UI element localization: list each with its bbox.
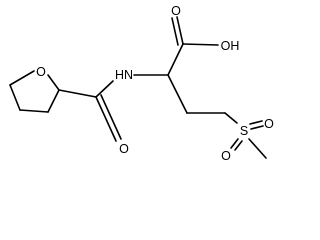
bond-carbonyl-double-b [100,94,122,140]
bond-ring-c2-c3 [47,89,60,113]
bond-ring-c3-c4 [19,109,49,113]
bond-carboxyl-double-b [171,17,179,46]
amide-group [58,74,169,142]
amide-nitrogen-label: HN [115,68,133,82]
hydroxyl-label: OH [221,39,240,53]
sulfur-label: S [240,124,248,138]
bond-sulfur-methyl [248,138,267,159]
ring-oxygen-label: O [36,65,46,79]
bond-gamma-sulfur [224,112,238,124]
bond-ring-c5-o [9,70,35,86]
bond-sulfur-oxygen-lower-b [234,140,243,151]
chemical-structure: O HN O OH O S O O [9,4,274,163]
sulfonyl-oxygen-upper-label: O [264,117,274,131]
bond-carboxyl-double-a [176,16,184,45]
bond-ring-c4-c5 [9,84,21,111]
bond-carbonyl-double-a [95,96,117,142]
carbonyl-oxygen-label: O [119,142,129,156]
carboxylic-acid-group [167,16,219,76]
tetrahydrofuran-ring [9,70,60,113]
bond-sulfur-oxygen-upper-a [249,120,263,125]
bond-alpha-carboxyl [167,43,184,76]
bond-carboxyl-hydroxyl [182,43,219,46]
bond-sulfur-oxygen-upper-b [250,125,264,130]
bond-sulfur-oxygen-lower-a [230,138,239,149]
acid-oxygen-label: O [171,4,181,18]
bond-ring-c2-carbonyl [58,89,97,98]
methylsulfonyl-ethyl-chain [167,74,267,159]
bond-alpha-beta [167,74,188,114]
bond-ring-o-c2 [47,74,60,91]
bond-carbonyl-nitrogen [95,80,114,98]
sulfonyl-oxygen-lower-label: O [221,149,231,163]
